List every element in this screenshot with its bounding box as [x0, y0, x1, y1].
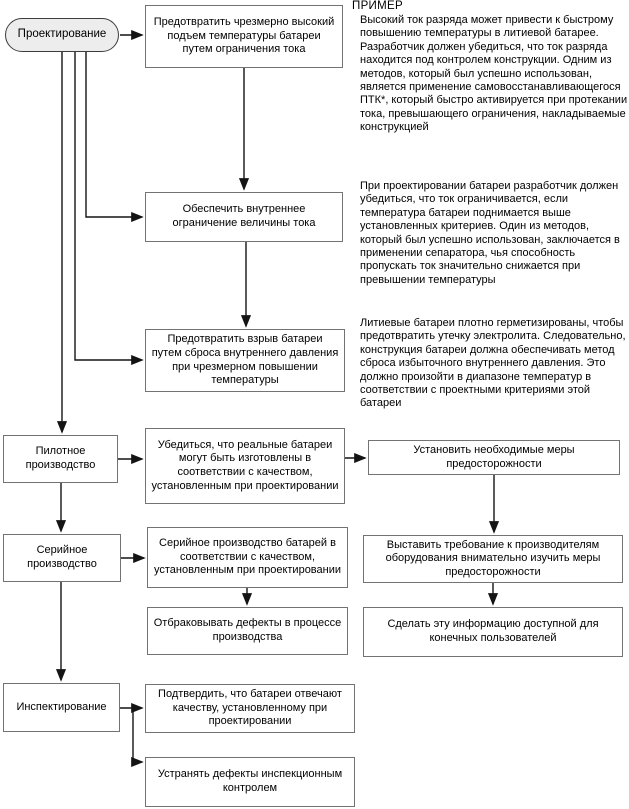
- node-prevent-explosion: Предотвратить взрыв батареи путем сброса…: [145, 329, 345, 392]
- node-verify-quality-manufacturable: Убедиться, что реальные батареи могут бы…: [145, 428, 345, 504]
- node-serial-production-quality: Серийное производство батарей в соответс…: [147, 527, 348, 588]
- node-design-stage: Проектирование: [5, 18, 119, 52]
- example-paragraph-discharge-current: Высокий ток разряда может привести к быс…: [360, 14, 628, 134]
- node-make-info-available: Сделать эту информацию доступной для кон…: [363, 607, 623, 657]
- node-require-manufacturers-study: Выставить требование к производителям об…: [363, 535, 623, 583]
- example-paragraph-current-limiting: При проектировании батареи разработчик д…: [360, 180, 620, 286]
- connector-inspection-to-fix: [131, 708, 144, 768]
- connector-design-to-step3: [74, 52, 144, 366]
- node-confirm-quality: Подтвердить, что батареи отвечают качест…: [145, 684, 355, 733]
- node-inspection-stage: Инспектирование: [3, 683, 120, 732]
- node-serial-production-stage: Серийное производство: [3, 534, 121, 582]
- example-paragraph-pressure-relief: Литиевые батареи плотно герметизированы,…: [360, 317, 626, 410]
- node-pilot-production-stage: Пилотное производство: [3, 435, 118, 483]
- node-prevent-temperature-rise: Предотвратить чрезмерно высокий подъем т…: [145, 5, 343, 68]
- node-reject-defects: Отбраковывать дефекты в процессе произво…: [147, 607, 348, 655]
- node-internal-current-limit: Обеспечить внутреннее ограничение величи…: [145, 192, 343, 242]
- node-fix-defects-inspection: Устранять дефекты инспекционным контроле…: [145, 757, 355, 807]
- example-title: ПРИМЕР: [352, 0, 403, 12]
- node-establish-precautions: Установить необходимые меры предосторожн…: [368, 440, 620, 475]
- connector-design-to-step2: [85, 52, 144, 223]
